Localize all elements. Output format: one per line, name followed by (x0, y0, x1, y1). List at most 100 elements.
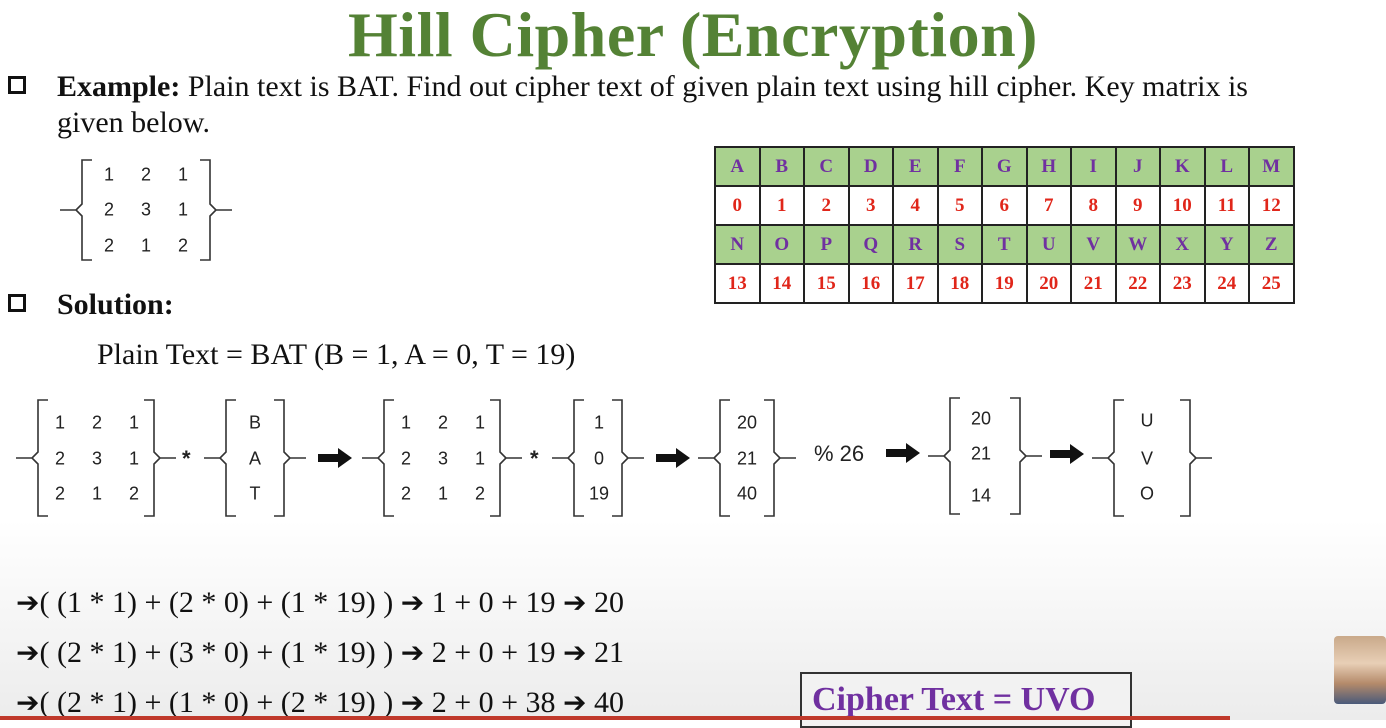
matrix-cell: 3 (437, 448, 449, 469)
matrix-bracket-icon (362, 399, 522, 517)
matrix-cell: A (248, 448, 262, 469)
checkbox-bullet-icon (8, 76, 26, 94)
matrix-cell: 1 (474, 412, 486, 433)
alpha-number-cell: 18 (936, 263, 983, 304)
alpha-number-cell: 13 (714, 263, 761, 304)
alpha-letter-cell: D (847, 146, 894, 187)
right-arrow-icon (1050, 444, 1084, 464)
matrix-cell: 2 (400, 448, 412, 469)
alpha-number-cell: 17 (892, 263, 939, 304)
arrow-icon: ➔ (400, 586, 425, 619)
alpha-number-cell: 24 (1203, 263, 1250, 304)
presenter-avatar (1334, 636, 1386, 704)
matrix-cell: T (249, 483, 261, 504)
alpha-number-cell: 14 (758, 263, 805, 304)
matrix-bracket-icon (16, 399, 176, 517)
matrix-cell: 2 (103, 199, 115, 220)
alpha-number-cell: 4 (892, 185, 939, 226)
multiply-sign-2: * (530, 446, 539, 471)
alpha-number-cell: 22 (1114, 263, 1161, 304)
alpha-letter-cell: B (758, 146, 805, 187)
plain-text-line: Plain Text = BAT (B = 1, A = 0, T = 19) (97, 338, 576, 371)
matrix-cell: 1 (177, 164, 189, 185)
mod-label: % 26 (814, 441, 865, 466)
matrix-cell: 1 (128, 412, 140, 433)
alpha-letter-cell: R (892, 224, 939, 265)
alpha-letter-cell: Q (847, 224, 894, 265)
right-arrow-icon (656, 448, 690, 468)
video-progress-bar[interactable] (0, 716, 1230, 720)
alpha-letter-cell: X (1159, 224, 1206, 265)
example-line-2: given below. (57, 106, 211, 139)
matrix-cell: 21 (736, 448, 758, 469)
matrix-cell: 20 (970, 408, 992, 429)
alpha-number-cell: 11 (1203, 185, 1250, 226)
alpha-number-cell: 16 (847, 263, 894, 304)
matrix-cell: 2 (437, 412, 449, 433)
alpha-number-cell: 3 (847, 185, 894, 226)
alpha-number-cell: 6 (981, 185, 1028, 226)
arrow-icon: ➔ (16, 636, 40, 669)
alpha-number-cell: 5 (936, 185, 983, 226)
matrix-cell: 2 (400, 483, 412, 504)
matrix-cell: 1 (54, 412, 66, 433)
alpha-letter-cell: A (714, 146, 761, 187)
alpha-number-cell: 15 (803, 263, 850, 304)
alpha-number-cell: 20 (1025, 263, 1072, 304)
calculation-row: ➔( (1 * 1) + (2 * 0) + (1 * 19) ) ➔ 1 + … (16, 586, 625, 619)
checkbox-bullet-icon (8, 294, 26, 312)
example-line-1: Example: Plain text is BAT. Find out cip… (57, 70, 1248, 104)
matrix-cell: 21 (970, 443, 992, 464)
alpha-letter-cell: M (1248, 146, 1295, 187)
matrix-cell: V (1140, 448, 1154, 469)
alpha-letter-cell: P (803, 224, 850, 265)
matrix-cell: 2 (177, 235, 189, 256)
matrix-cell: U (1140, 410, 1154, 431)
alpha-letter-cell: O (758, 224, 805, 265)
matrix-bracket-icon (552, 399, 644, 517)
alpha-letter-cell: Y (1203, 224, 1250, 265)
alpha-number-cell: 8 (1070, 185, 1117, 226)
matrix-cell: 2 (474, 483, 486, 504)
matrix-cell: 3 (91, 448, 103, 469)
matrix-cell: 19 (588, 483, 610, 504)
arrow-icon: ➔ (16, 686, 40, 719)
matrix-cell: 1 (177, 199, 189, 220)
alpha-number-cell: 7 (1025, 185, 1072, 226)
matrix-bracket-icon (204, 399, 306, 517)
alpha-letter-cell: U (1025, 224, 1072, 265)
alpha-number-cell: 0 (714, 185, 761, 226)
matrix-cell: 1 (593, 412, 605, 433)
matrix-cell: 0 (593, 448, 605, 469)
alpha-letter-cell: Z (1248, 224, 1295, 265)
alpha-letter-cell: N (714, 224, 761, 265)
matrix-cell: 2 (103, 235, 115, 256)
matrix-bracket-icon (698, 399, 796, 517)
matrix-cell: 1 (437, 483, 449, 504)
alpha-number-cell: 10 (1159, 185, 1206, 226)
matrix-bracket-icon (60, 159, 232, 261)
plain-number-vector: 1 0 19 (552, 398, 644, 518)
matrix-cell: 2 (54, 483, 66, 504)
alpha-letter-cell: W (1114, 224, 1161, 265)
right-arrow-icon (318, 448, 352, 468)
arrow-icon: ➔ (563, 636, 587, 669)
matrix-cell: 2 (91, 412, 103, 433)
alpha-letter-cell: J (1114, 146, 1161, 187)
matrix-cell: 20 (736, 412, 758, 433)
calculation-row: ➔( (2 * 1) + (1 * 0) + (2 * 19) ) ➔ 2 + … (16, 686, 625, 719)
alpha-letter-cell: K (1159, 146, 1206, 187)
multiply-sign: * (182, 446, 191, 471)
alpha-letter-cell: S (936, 224, 983, 265)
matrix-cell: 2 (128, 483, 140, 504)
